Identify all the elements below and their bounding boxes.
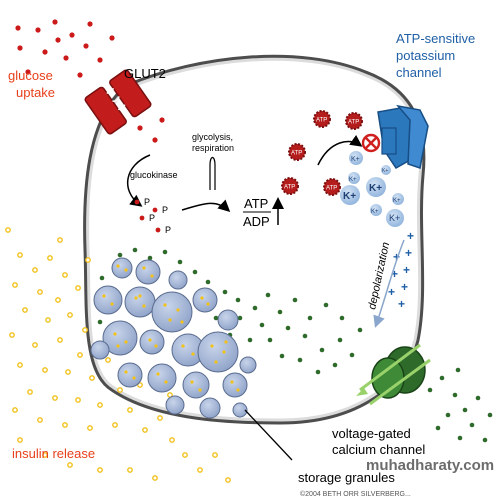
svg-text:+: + (393, 250, 400, 264)
phosphorylated-glucose: P P P P (134, 197, 171, 235)
glucose-molecules-inside (137, 117, 165, 143)
k-channel-label-line3: channel (396, 65, 442, 80)
svg-text:ATP: ATP (348, 120, 359, 126)
potassium-ions: K+ K+ K+ K+ K+ K+ K+ K+ (340, 151, 404, 227)
glucokinase-label: glucokinase (130, 170, 178, 180)
svg-text:K+: K+ (389, 213, 400, 223)
atp-binding-arrow (317, 134, 363, 166)
svg-text:ATP: ATP (291, 151, 302, 157)
adp-label: ADP (243, 214, 270, 229)
ca-channel-label-line2: calcium channel (332, 442, 425, 457)
copyright-notice: ©2004 BETH ORR SILVERBERG... (300, 490, 411, 498)
svg-text:K+: K+ (371, 209, 379, 215)
svg-text:+: + (398, 297, 405, 311)
glut2-label: GLUT2 (124, 66, 166, 81)
k-channel-label-line2: potassium (396, 48, 455, 63)
glycolysis-label-line2: respiration (192, 143, 234, 153)
svg-text:+: + (388, 285, 395, 299)
glycolysis-label-line1: glycolysis, (192, 132, 233, 142)
glut2-transporter (84, 69, 152, 135)
voltage-gated-calcium-channel (356, 343, 431, 406)
svg-text:+: + (405, 246, 412, 260)
released-insulin (5, 227, 231, 483)
svg-text:K+: K+ (382, 168, 388, 174)
glucose-molecules-outside (15, 19, 115, 78)
blocked-channel-icon (361, 133, 381, 153)
svg-text:+: + (407, 229, 414, 243)
granule-insulin-content (102, 264, 240, 392)
storage-granules (90, 257, 257, 419)
svg-text:P: P (149, 213, 155, 223)
depolarization-arrow (373, 239, 405, 328)
glycolysis-loop (209, 156, 216, 190)
watermark: muhadharaty.com (366, 457, 494, 474)
svg-text:+: + (401, 280, 408, 294)
glucose-label-line1: glucose (8, 68, 53, 83)
svg-text:K+: K+ (343, 191, 356, 202)
svg-text:P: P (162, 205, 168, 215)
svg-text:ATP: ATP (284, 185, 295, 191)
svg-text:P: P (144, 197, 150, 207)
storage-granules-label: storage granules (298, 470, 395, 485)
storage-granules-pointer (244, 409, 293, 461)
svg-text:ATP: ATP (326, 186, 337, 192)
insulin-release-label: insulin release (12, 446, 95, 461)
atp-label: ATP (244, 196, 268, 211)
ca-channel-label-line1: voltage-gated (332, 426, 411, 441)
svg-text:K+: K+ (351, 156, 360, 163)
calcium-ions (95, 247, 493, 443)
svg-text:K+: K+ (393, 198, 401, 204)
svg-text:P: P (165, 225, 171, 235)
atp-sensitive-potassium-channel (361, 104, 429, 169)
atp-production-arrow (181, 199, 231, 213)
svg-text:K+: K+ (349, 177, 357, 183)
svg-text:ATP: ATP (316, 118, 327, 124)
svg-text:+: + (391, 267, 398, 281)
glucose-label-line2: uptake (16, 85, 55, 100)
svg-text:K+: K+ (369, 183, 382, 194)
svg-text:+: + (403, 263, 410, 277)
membrane-positive-charges: +++ +++ ++ (388, 229, 414, 311)
k-channel-label-line1: ATP-sensitive (396, 31, 475, 46)
atp-molecules: ATP ATP ATP ATP ATP (281, 110, 363, 196)
